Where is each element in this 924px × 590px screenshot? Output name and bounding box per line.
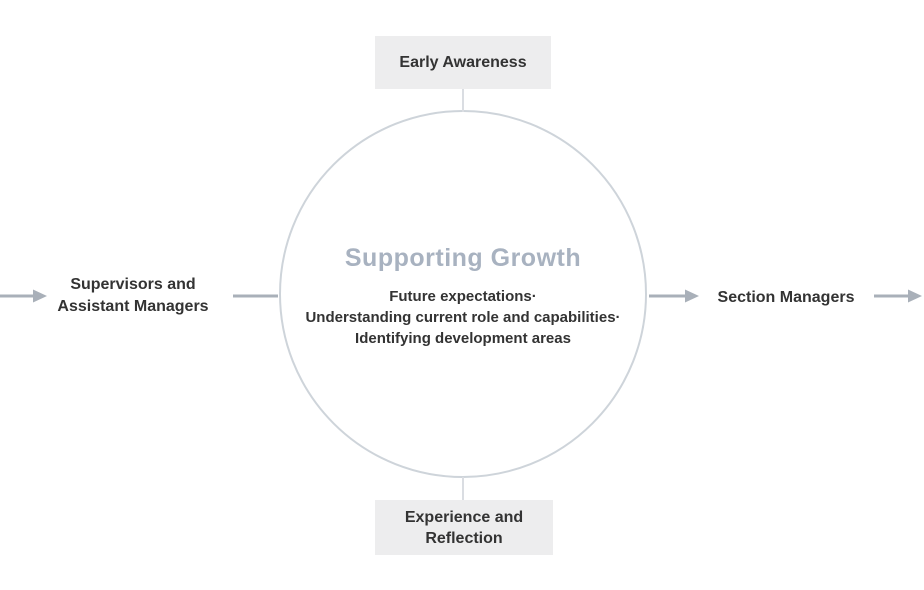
supervisors-label-line-1: Supervisors and — [70, 276, 196, 293]
circle-item-list: Future expectations· Understanding curre… — [238, 286, 688, 349]
right-outbound-arrowhead-icon — [908, 289, 922, 303]
supervisors-label-line-2: Assistant Managers — [57, 298, 209, 315]
early-awareness-box: Early Awareness — [375, 36, 551, 89]
section-managers-label: Section Managers — [686, 287, 886, 308]
section-managers-label-text: Section Managers — [717, 289, 855, 306]
supervisors-label: Supervisors and Assistant Managers — [33, 274, 233, 318]
circle-item: Understanding current role and capabilit… — [305, 309, 621, 326]
experience-reflection-line-1: Experience and — [404, 508, 524, 526]
circle-title: Supporting Growth — [344, 244, 582, 272]
experience-reflection-line-2: Reflection — [425, 529, 503, 547]
experience-reflection-label: Experience and Reflection — [405, 507, 523, 549]
circle-item: Future expectations· — [389, 288, 537, 305]
early-awareness-label: Early Awareness — [399, 54, 527, 71]
circle-item: Identifying development areas — [355, 330, 571, 347]
left-inbound-arrowhead-icon — [33, 289, 47, 303]
circle-to-right-label-arrowhead-icon — [685, 289, 699, 303]
experience-reflection-box: Experience and Reflection — [375, 500, 553, 555]
